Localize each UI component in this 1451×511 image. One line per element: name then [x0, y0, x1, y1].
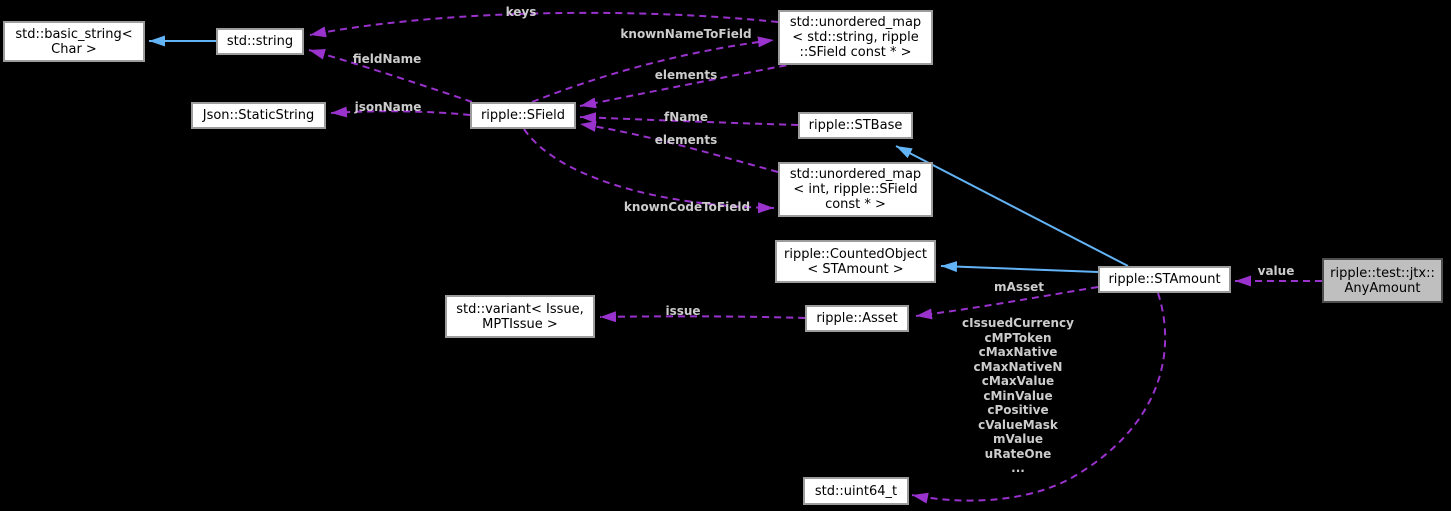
member-list-line: cMinValue [983, 388, 1053, 403]
node-ripple-stamount[interactable]: ripple::STAmount [1098, 266, 1231, 293]
edge-label-f-name: fName [663, 110, 709, 124]
node-label-line: std::unordered_map [789, 167, 922, 182]
node-std-string[interactable]: std::string [216, 28, 304, 55]
edge-usage-known-name-to-field [531, 36, 775, 103]
member-list-line: mValue [992, 432, 1044, 446]
edge-usage-field-name [308, 49, 473, 103]
member-list-line: cPositive [987, 403, 1049, 417]
node-label-line: const * > [825, 197, 886, 212]
edge-inherit-stamount-to-stbase [895, 145, 1129, 267]
node-std-uint64-t[interactable]: std::uint64_t [803, 477, 909, 505]
node-label-line: std::uint64_t [814, 483, 898, 499]
edge-usage-stamount-members [911, 292, 1167, 504]
member-list-line: uRateOne [984, 446, 1052, 461]
member-list-line: cMaxValue [981, 374, 1055, 388]
node-label-line: std::unordered_map [789, 15, 922, 30]
edge-usage-issue [599, 311, 806, 323]
member-list-line: cValueMask [978, 417, 1058, 432]
node-label-line: AnyAmount [1344, 280, 1421, 296]
edge-label-issue: issue [665, 304, 701, 318]
node-json-staticstring[interactable]: Json::StaticString [191, 102, 326, 129]
node-unordered-map-string-sfield[interactable]: std::unordered_map < std::string, ripple… [778, 10, 933, 65]
node-label-line: < std::string, ripple [792, 30, 919, 45]
edge-inherit-stamount-to-countedobject [940, 261, 1099, 273]
edge-usage-known-code-to-field [523, 128, 775, 214]
member-list-line: cMaxNativeN [973, 359, 1063, 374]
edge-usage-m-asset [915, 286, 1099, 320]
node-label-line: std::variant< Issue, [456, 301, 584, 317]
node-ripple-sfield[interactable]: ripple::SField [470, 102, 576, 129]
node-label-line: ripple::test::jtx:: [1330, 265, 1435, 281]
edge-label-field-name: fieldName [352, 52, 422, 66]
node-label-line: < int, ripple::SField [793, 182, 918, 197]
node-label-line: MPTIssue > [482, 316, 558, 332]
node-label-line: ::SField const * > [799, 45, 912, 60]
node-label-line: std::string [226, 34, 294, 49]
edge-usage-elements-top [579, 62, 799, 109]
edge-usage-elements-bottom [579, 120, 779, 173]
edge-label-stamount-member-list: cIssuedCurrency cMPToken cMaxNative cMax… [962, 316, 1074, 476]
node-label-line: ripple::Asset [816, 311, 898, 326]
edge-label-known-name-to-field: knownNameToField [620, 27, 752, 41]
node-label-line: < STAmount > [807, 261, 904, 277]
node-label-line: std::basic_string< [15, 26, 133, 42]
edge-label-known-code-to-field: knownCodeToField [623, 200, 751, 214]
node-ripple-asset[interactable]: ripple::Asset [805, 305, 909, 332]
node-label-line: ripple::CountedObject [783, 246, 928, 262]
member-list-line: cMPToken [984, 330, 1052, 345]
edge-label-elements-top: elements [654, 68, 718, 82]
edge-label-m-asset: mAsset [994, 280, 1044, 294]
member-list-line: ... [1011, 461, 1025, 475]
node-ripple-countedobject[interactable]: ripple::CountedObject < STAmount > [775, 240, 936, 283]
edge-label-keys: keys [505, 5, 537, 19]
node-ripple-stbase[interactable]: ripple::STBase [798, 112, 913, 139]
edge-usage-json-name [330, 106, 471, 118]
edge-label-json-name: jsonName [354, 100, 422, 114]
node-std-basic-string[interactable]: std::basic_string< Char > [3, 21, 145, 62]
node-label-line: Char > [51, 41, 97, 57]
node-label-line: Json::StaticString [202, 108, 315, 123]
member-list-line: cMaxNative [978, 345, 1058, 359]
edge-usage-keys [309, 11, 779, 38]
node-std-variant-issue-mptissue[interactable]: std::variant< Issue, MPTIssue > [445, 295, 595, 338]
edge-label-elements-bottom: elements [654, 133, 718, 147]
edge-usage-f-name [579, 112, 799, 126]
edge-label-value: value [1257, 264, 1295, 278]
node-label-line: ripple::STAmount [1108, 272, 1221, 287]
member-list-line: cIssuedCurrency [962, 316, 1074, 330]
node-unordered-map-int-sfield[interactable]: std::unordered_map < int, ripple::SField… [778, 162, 933, 217]
node-ripple-test-jtx-anyamount-current[interactable]: ripple::test::jtx:: AnyAmount [1322, 258, 1443, 303]
node-label-line: ripple::STBase [808, 118, 903, 133]
node-label-line: ripple::SField [480, 108, 566, 123]
